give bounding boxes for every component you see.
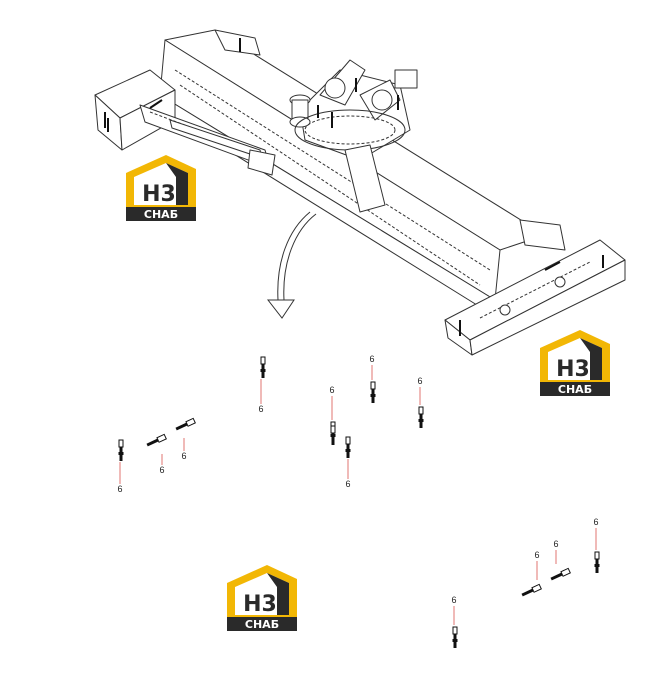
- fitting-part: 6: [146, 433, 167, 475]
- fitting-part: [330, 425, 336, 445]
- logo-main-text: H3: [243, 592, 277, 617]
- logo-sub-text: СНАБ: [245, 618, 279, 631]
- callout-label: 6: [181, 451, 186, 461]
- callout-label: 6: [451, 595, 456, 605]
- callout-label: 6: [417, 376, 422, 386]
- callout-label: 6: [345, 479, 350, 489]
- logo-shade: [267, 573, 289, 615]
- fittings-group: 6 6 6 6 6 6 6 6 6 6 6 6: [117, 354, 600, 648]
- fitting-part: 6: [521, 550, 542, 597]
- callout-label: 6: [258, 404, 263, 414]
- logo-shade: [580, 338, 602, 380]
- callout-label: 6: [159, 465, 164, 475]
- logo-band: [126, 207, 196, 221]
- fitting-part: 6: [550, 539, 571, 581]
- callout-label: 6: [593, 517, 598, 527]
- fitting-part: 6: [175, 417, 196, 461]
- curved-arrow-icon: [266, 211, 317, 319]
- fitting-part: 6: [417, 376, 424, 428]
- logo-band: [540, 382, 610, 396]
- logo-main-text: H3: [556, 357, 590, 382]
- fitting-part: 6: [345, 436, 351, 489]
- callout-label: 6: [117, 484, 122, 494]
- fitting-part: 6: [451, 595, 458, 648]
- fitting-part: 6: [117, 439, 124, 494]
- frame-assembly: [94, 29, 626, 356]
- logo-shade: [166, 163, 188, 205]
- logo-sub-text: СНАБ: [144, 208, 178, 221]
- fitting-part: 6: [593, 517, 600, 573]
- callout-label: 6: [534, 550, 539, 560]
- logo-sub-text: СНАБ: [558, 383, 592, 396]
- callout-label: 6: [369, 354, 374, 364]
- frame-studs: [104, 38, 604, 336]
- fitting-part: 6: [369, 354, 376, 403]
- fitting-part: 6: [258, 356, 266, 414]
- callout-label: 6: [553, 539, 558, 549]
- logo-band: [227, 617, 297, 631]
- logo-main-text: H3: [142, 182, 176, 207]
- callout-label: 6: [329, 385, 334, 395]
